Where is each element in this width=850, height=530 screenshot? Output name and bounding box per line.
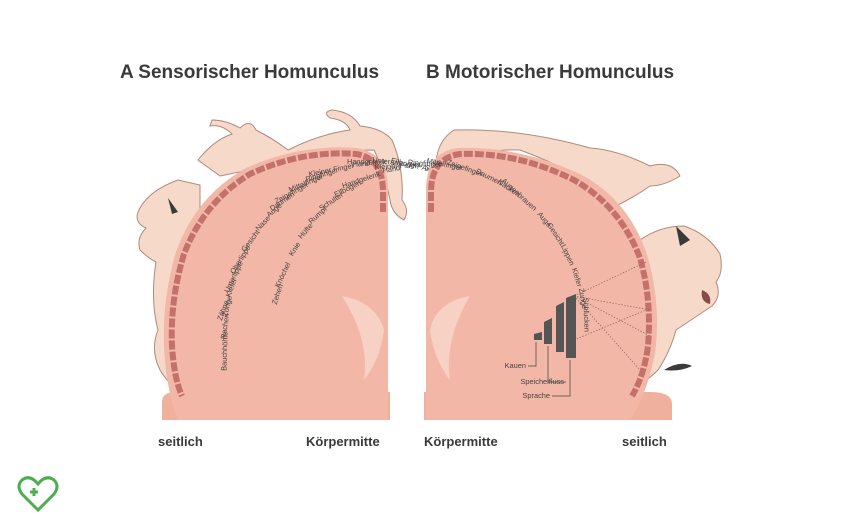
title-sensory: A Sensorischer Homunculus <box>120 62 380 83</box>
motor-note: Kauen <box>505 361 526 370</box>
sensory-label: Unterarm <box>372 155 404 168</box>
sensory-highlight <box>342 296 384 380</box>
axis-motor-lateral: seitlich <box>622 434 667 449</box>
sensory-label: Bauchhöhle <box>219 332 229 371</box>
motor-label: Zunge <box>577 288 589 310</box>
axis-motor-medial: Körpermitte <box>424 434 498 449</box>
sensory-label: Rachen <box>219 313 231 339</box>
motor-note-leaders <box>528 342 571 397</box>
motor-hemisphere <box>426 147 657 420</box>
axis-sensory-medial: Körpermitte <box>306 434 380 449</box>
title-motor: B Motorischer Homunculus <box>426 62 675 83</box>
motor-panel: ZehenKnöchelKnieHüfteRumpfSchulterEllbog… <box>270 129 722 420</box>
motor-wedge-bars <box>534 294 576 358</box>
sensory-label: Handgelenk <box>347 157 387 167</box>
heart-plus-logo-icon <box>17 476 59 513</box>
axis-sensory-lateral: seitlich <box>158 434 203 449</box>
motor-note: Speichelfluss <box>520 377 564 386</box>
motor-eye-icon <box>676 226 690 246</box>
sensory-label: Hand <box>352 158 370 169</box>
motor-tongue <box>664 363 692 371</box>
motor-cortex-band <box>428 150 652 398</box>
motor-highlight <box>430 296 470 380</box>
sensory-hemisphere <box>163 147 388 420</box>
motor-mouth <box>701 290 711 304</box>
sensory-cortex-band <box>168 150 386 398</box>
motor-dotted-lines <box>573 261 651 371</box>
motor-label-group: ZehenKnöchelKnieHüfteRumpfSchulterEllbog… <box>270 156 592 332</box>
sensory-eye-icon <box>168 198 178 214</box>
motor-label: Ringfinger <box>408 158 443 169</box>
motor-label: Schlucken <box>581 298 591 332</box>
motor-label: Kleiner Finger <box>374 160 421 172</box>
motor-note: Sprache <box>522 391 550 400</box>
motor-label: Hand <box>382 163 401 175</box>
